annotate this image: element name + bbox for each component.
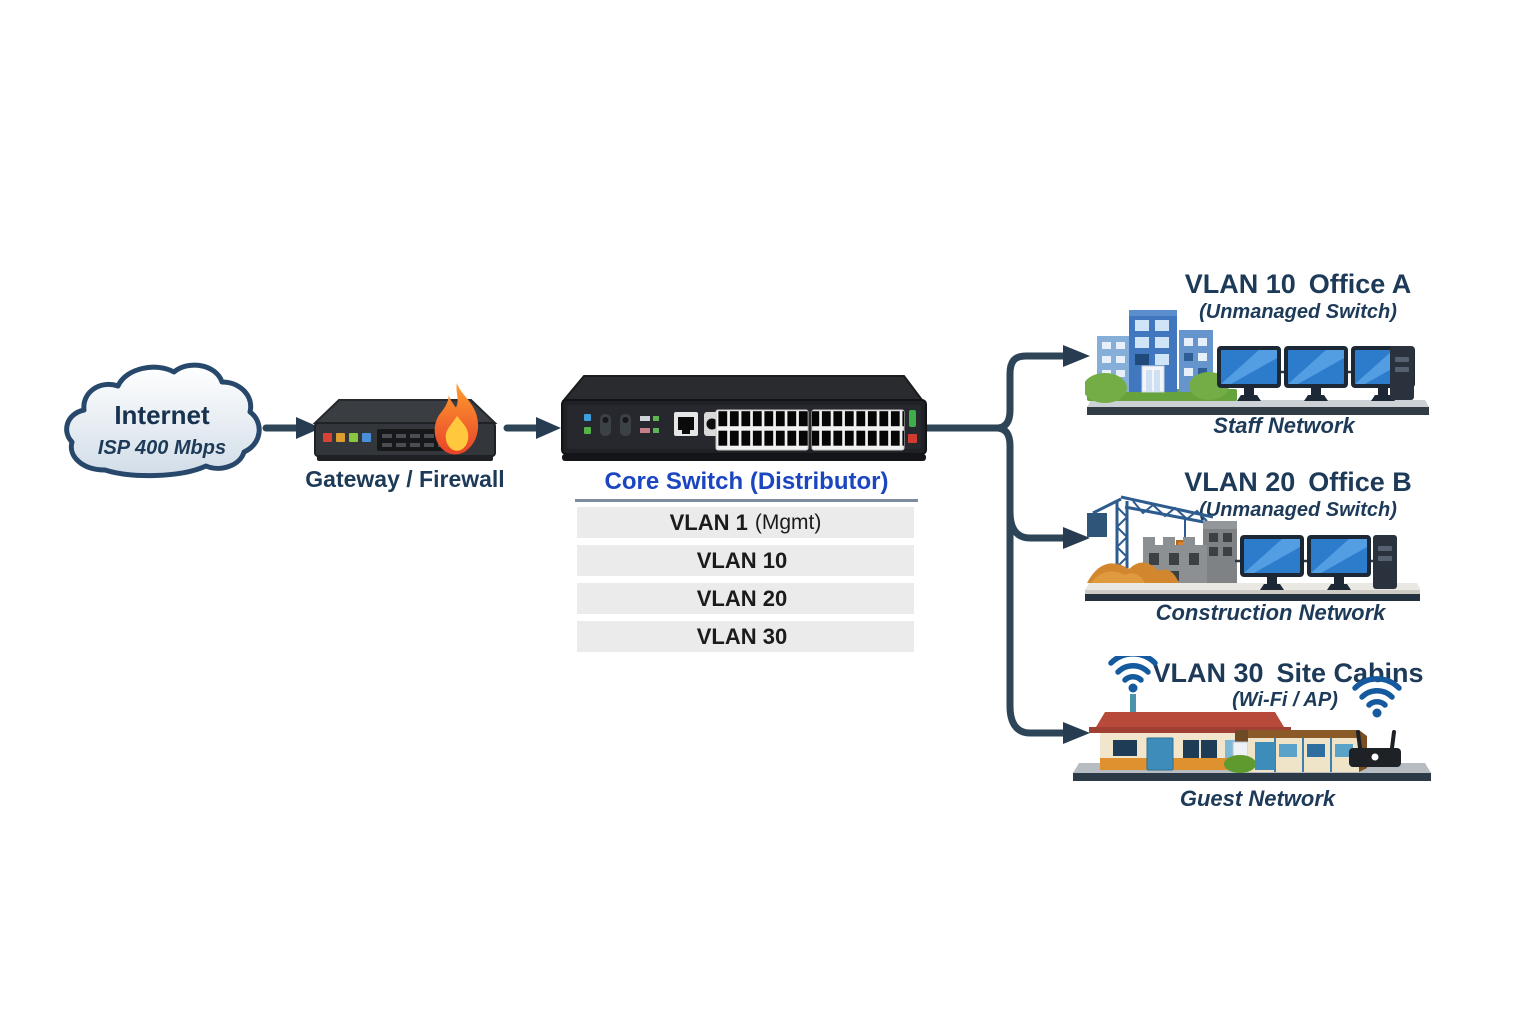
wifi-icon	[1355, 679, 1399, 718]
construction-scene	[1085, 495, 1420, 601]
gateway-leds	[323, 433, 371, 442]
branch2-network-label: Construction Network	[1155, 600, 1386, 625]
branch1-name: Office A	[1308, 269, 1412, 299]
core-switch-device	[561, 375, 927, 461]
branch1-title: VLAN 10 Office A	[1128, 269, 1468, 300]
vlan-row-1-label: VLAN 1	[669, 509, 748, 535]
switch-right-leds	[908, 410, 917, 443]
branch1-network-label: Staff Network	[1213, 413, 1355, 438]
platform	[1087, 400, 1429, 415]
vlan-row-1-note: (Mgmt)	[754, 510, 822, 534]
desktop-monitor-icon	[1284, 346, 1348, 401]
platform	[1085, 583, 1420, 601]
office-building-icon	[1085, 310, 1229, 403]
branch1-vlan: VLAN 10	[1184, 269, 1296, 299]
wifi-router-icon	[1349, 730, 1401, 767]
container-cabin-icon	[1248, 730, 1367, 772]
branch3-title: VLAN 30 Site Cabins	[1112, 658, 1464, 689]
gateway-label: Gateway / Firewall	[305, 466, 505, 492]
branch3-vlan: VLAN 30	[1152, 658, 1264, 688]
vlan-row-4: VLAN 30	[577, 621, 914, 652]
vlan-row-3: VLAN 20	[577, 583, 914, 614]
branch2-subtitle: (Unmanaged Switch)	[1199, 499, 1397, 521]
branch2-title: VLAN 20 Office B	[1128, 467, 1468, 498]
pc-tower-icon	[1390, 346, 1414, 400]
sand-pile-icon	[1087, 562, 1179, 583]
internet-subtitle: ISP 400 Mbps	[97, 437, 227, 459]
branch2-name: Office B	[1308, 467, 1412, 497]
vlan-row-4-label: VLAN 30	[696, 623, 788, 649]
branch3-network-label: Guest Network	[1179, 786, 1336, 811]
branch1-subtitle: (Unmanaged Switch)	[1199, 301, 1397, 323]
desktop-monitor-icon	[1240, 535, 1304, 590]
desktop-monitor-icon	[1307, 535, 1371, 590]
flame-icon	[434, 383, 479, 455]
branch3-name: Site Cabins	[1276, 658, 1424, 688]
wifi-icon	[1111, 656, 1155, 693]
antenna-mast	[1130, 694, 1136, 714]
branch3-subtitle: (Wi-Fi / AP)	[1232, 689, 1338, 711]
vlan-row-1: VLAN 1 (Mgmt)	[577, 507, 914, 538]
switch-uplink-ports	[674, 412, 720, 436]
site-cabins-scene	[1073, 656, 1431, 781]
arrowheads	[296, 345, 1090, 744]
core-switch-divider	[575, 499, 918, 502]
core-switch-title: Core Switch (Distributor)	[604, 468, 889, 495]
vlan-row-3-label: VLAN 20	[696, 585, 788, 611]
switch-port-banks	[715, 409, 905, 451]
internet-cloud-icon	[64, 362, 262, 479]
pc-tower-icon	[1373, 535, 1397, 589]
switch-status-leds	[584, 414, 591, 434]
vlan-row-2: VLAN 10	[577, 545, 914, 576]
vlan-row-2-label: VLAN 10	[696, 547, 788, 573]
office-a-scene	[1085, 310, 1429, 415]
bush-icon	[1224, 755, 1256, 773]
switch-mini-leds	[640, 416, 659, 433]
bush-icon	[1085, 373, 1127, 403]
switch-toggles	[600, 414, 631, 436]
branch2-vlan: VLAN 20	[1184, 467, 1296, 497]
internet-title: Internet	[114, 400, 210, 430]
